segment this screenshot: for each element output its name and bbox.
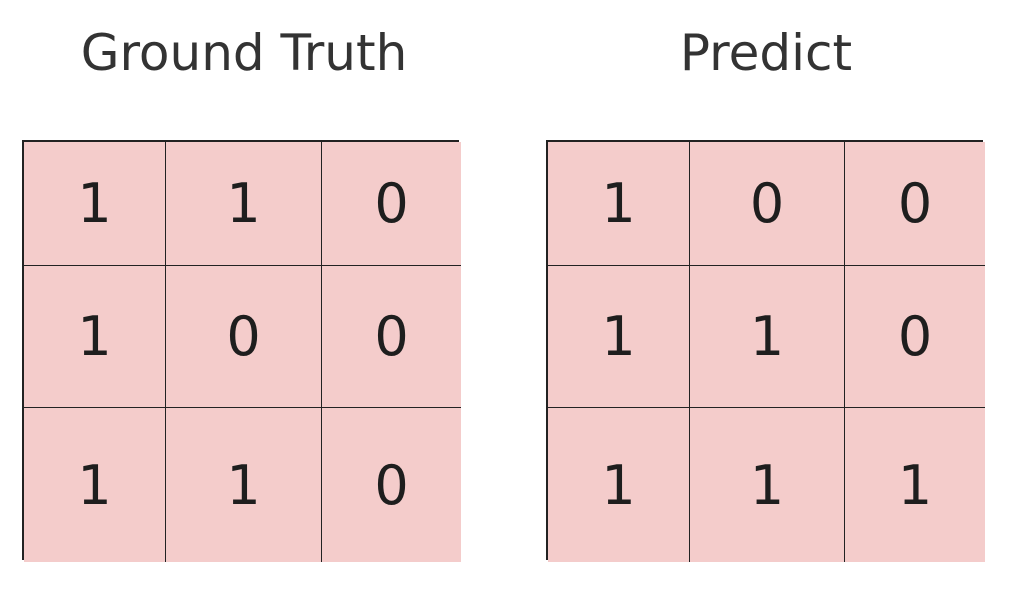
ground-truth-cell-r1-c1: 1 [24, 142, 166, 266]
predict-cell-r2-c2: 1 [690, 266, 845, 408]
ground-truth-cell-r3-c1: 1 [24, 408, 166, 562]
predict-cell-r3-c2: 1 [690, 408, 845, 562]
ground-truth-grid: 1 1 0 1 0 0 1 1 0 [22, 140, 461, 562]
ground-truth-cell-r2-c1: 1 [24, 266, 166, 408]
predict-cell-r1-c1: 1 [548, 142, 690, 266]
predict-cell-r2-c1: 1 [548, 266, 690, 408]
ground-truth-title: Ground Truth [80, 24, 408, 82]
ground-truth-cell-r2-c2: 0 [166, 266, 322, 408]
ground-truth-cell-r1-c2: 1 [166, 142, 322, 266]
predict-grid: 1 0 0 1 1 0 1 1 1 [546, 140, 985, 562]
ground-truth-cell-r1-c3: 0 [322, 142, 461, 266]
predict-cell-r3-c1: 1 [548, 408, 690, 562]
predict-title: Predict [679, 24, 853, 82]
predict-cell-r1-c3: 0 [845, 142, 985, 266]
predict-cell-r3-c3: 1 [845, 408, 985, 562]
predict-cell-r2-c3: 0 [845, 266, 985, 408]
ground-truth-cell-r3-c2: 1 [166, 408, 322, 562]
ground-truth-cell-r2-c3: 0 [322, 266, 461, 408]
predict-cell-r1-c2: 0 [690, 142, 845, 266]
ground-truth-cell-r3-c3: 0 [322, 408, 461, 562]
